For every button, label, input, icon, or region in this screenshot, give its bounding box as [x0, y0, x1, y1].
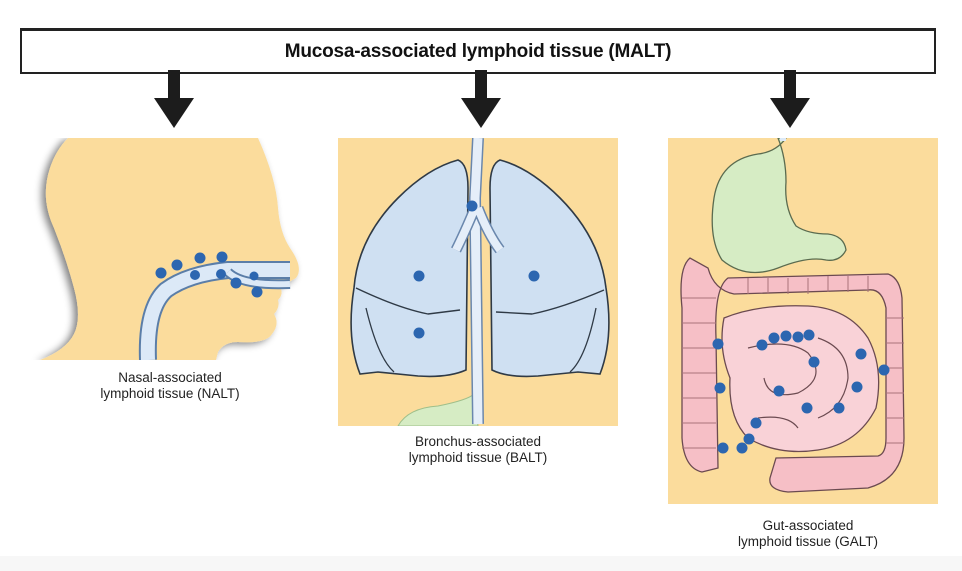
caption-line: Bronchus-associated [414, 434, 542, 449]
balt-caption: Bronchus-associated lymphoid tissue (BAL… [358, 434, 598, 466]
diagram-title: Mucosa-associated lymphoid tissue (MALT) [284, 40, 672, 62]
balt-illustration [338, 138, 618, 426]
caption-line: Gut-associated [762, 518, 854, 533]
lymph-nodes [155, 251, 263, 298]
arrow-down-icon [461, 70, 501, 128]
galt-caption: Gut-associated lymphoid tissue (GALT) [688, 518, 928, 550]
lymph-nodes [413, 200, 540, 339]
nalt-caption: Nasal-associated lymphoid tissue (NALT) [50, 370, 290, 402]
caption-line: lymphoid tissue (GALT) [737, 534, 879, 549]
lymph-nodes [712, 329, 890, 454]
arrow-down-icon [770, 70, 810, 128]
bottom-margin [0, 556, 962, 571]
nalt-illustration [40, 138, 299, 360]
caption-line: lymphoid tissue (NALT) [100, 386, 240, 401]
diagram-canvas: Mucosa-associated lymphoid tissue (MALT) [20, 28, 938, 550]
title-box: Mucosa-associated lymphoid tissue (MALT) [20, 28, 936, 74]
galt-illustration [668, 138, 938, 504]
lungs-icon [350, 159, 610, 378]
arrow-down-icon [154, 70, 194, 128]
caption-line: lymphoid tissue (BALT) [408, 450, 548, 465]
caption-line: Nasal-associated [118, 370, 222, 385]
head-profile-icon [40, 138, 299, 360]
